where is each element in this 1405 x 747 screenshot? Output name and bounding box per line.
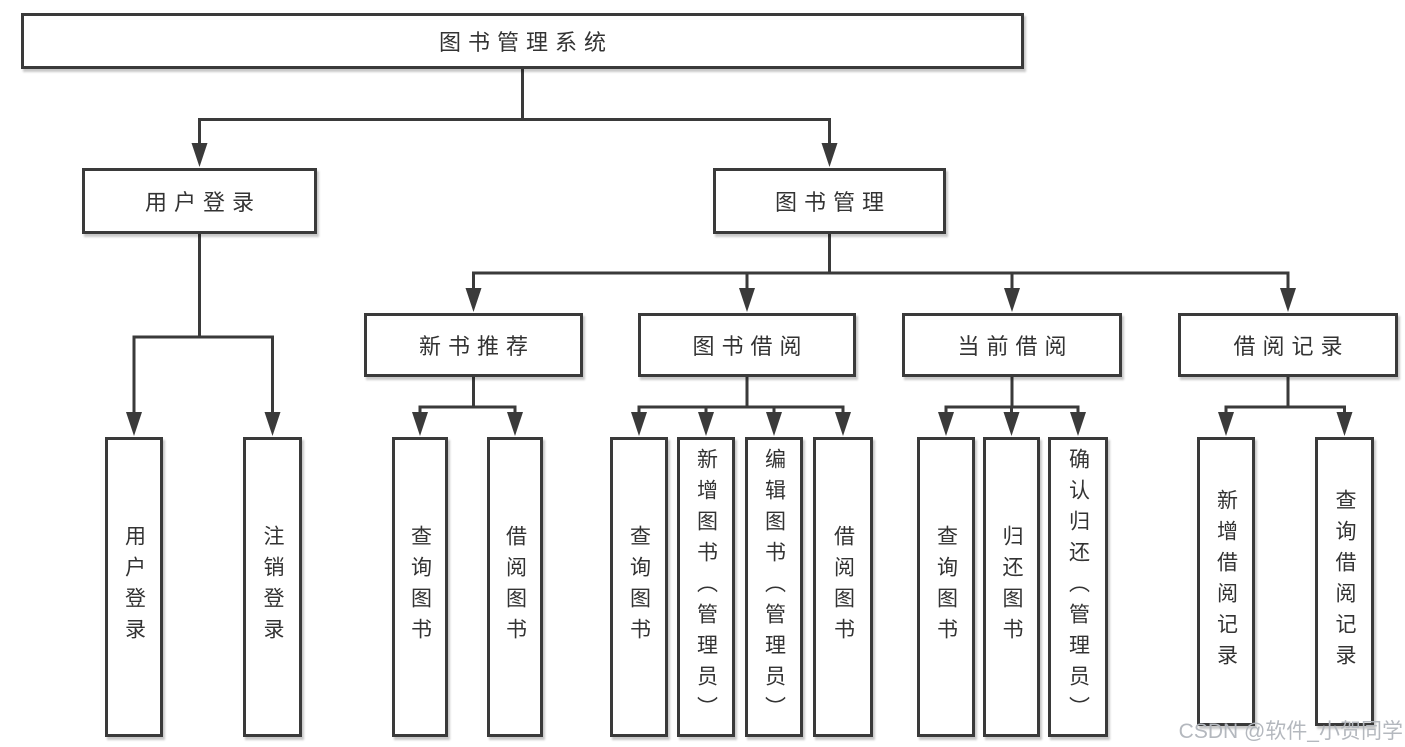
- leaf-confirm-return-admin: 确认归还（管理员）: [1048, 437, 1108, 737]
- leaf-query-books-current: 查询图书: [917, 437, 975, 737]
- node-label: 用户登录: [122, 525, 146, 649]
- leaf-add-borrow-record: 新增借阅记录: [1197, 437, 1255, 726]
- node-label: 用户登录: [144, 190, 261, 215]
- leaf-query-books-recommend: 查询图书: [392, 437, 448, 737]
- arrowhead-icons: [126, 143, 1353, 436]
- node-label: 新书推荐: [418, 334, 535, 359]
- node-label: 借阅图书: [831, 525, 855, 649]
- node-new-book-recommendation: 新书推荐: [364, 313, 583, 377]
- node-label: 查询借阅记录: [1333, 488, 1356, 675]
- node-label: 编辑图书（管理员）: [762, 447, 786, 727]
- node-label: 借阅图书: [503, 525, 527, 649]
- node-label: 确认归还（管理员）: [1066, 447, 1090, 727]
- node-label: 查询图书: [408, 525, 432, 649]
- node-label: 图书借阅: [692, 334, 809, 359]
- node-library-management-system: 图书管理系统: [21, 13, 1024, 69]
- node-book-management: 图书管理: [713, 168, 946, 234]
- node-label: 查询图书: [934, 525, 958, 649]
- node-label: 新增图书（管理员）: [694, 447, 718, 727]
- node-label: 查询图书: [627, 525, 651, 649]
- leaf-logout-login: 注销登录: [243, 437, 302, 737]
- leaf-return-books: 归还图书: [983, 437, 1040, 737]
- node-user-login: 用户登录: [82, 168, 317, 234]
- csdn-watermark: CSDN @软件_小贺同学: [1178, 720, 1403, 743]
- node-label: 借阅记录: [1233, 334, 1350, 359]
- leaf-query-borrow-record: 查询借阅记录: [1315, 437, 1374, 726]
- leaf-edit-books-admin: 编辑图书（管理员）: [745, 437, 803, 737]
- node-label: 注销登录: [261, 525, 284, 649]
- leaf-borrow-books-recommend: 借阅图书: [487, 437, 543, 737]
- node-label: 新增借阅记录: [1214, 488, 1238, 675]
- leaf-query-books-borrow: 查询图书: [610, 437, 668, 737]
- node-label: 图书管理系统: [438, 30, 613, 55]
- leaf-user-login: 用户登录: [105, 437, 163, 737]
- node-label: 当前借阅: [957, 334, 1074, 359]
- node-borrowing-records: 借阅记录: [1178, 313, 1398, 377]
- leaf-borrow-books-borrow: 借阅图书: [813, 437, 873, 737]
- node-current-borrowing: 当前借阅: [902, 313, 1122, 377]
- leaf-add-books-admin: 新增图书（管理员）: [677, 437, 735, 737]
- node-book-borrowing: 图书借阅: [638, 313, 856, 377]
- node-label: 归还图书: [1000, 525, 1023, 649]
- node-label: 图书管理: [774, 190, 891, 215]
